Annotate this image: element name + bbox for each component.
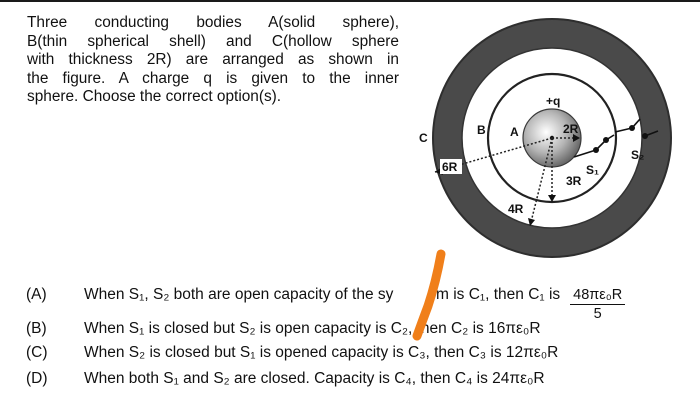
switch-s1-wire (605, 134, 615, 141)
radius-6r-label: 6R (442, 160, 458, 174)
option-c[interactable]: (C) When S₂ is closed but S₁ is opened c… (26, 344, 558, 362)
charge-label: +q (546, 94, 560, 108)
option-letter: (C) (26, 344, 48, 361)
radius-2r-label: 2R (563, 122, 579, 136)
fraction-denominator: 5 (593, 306, 602, 322)
top-divider (0, 0, 700, 2)
fraction-numerator: 48πε₀R (570, 287, 626, 305)
switch-s1-label: S₁ (586, 163, 599, 177)
question-text: Three conducting bodies A(solid sphere),… (27, 14, 399, 107)
label-c: C (419, 131, 428, 145)
option-text: When S₂ is closed but S₁ is opened capac… (84, 344, 559, 361)
arrowhead (573, 134, 580, 142)
option-a[interactable]: (A) When S₁, S₂ both are open capacity o… (26, 286, 626, 322)
question-line: B(thin spherical shell) and C(hollow sph… (27, 32, 399, 50)
arrowhead (548, 195, 556, 202)
option-text: em is C₁, then C₁ is (427, 286, 561, 303)
option-b[interactable]: (B) When S₁ is closed but S₂ is open cap… (26, 320, 541, 338)
arrowhead (528, 218, 535, 226)
option-letter: (B) (26, 320, 47, 337)
question-line: with thickness 2R) are arranged as shown… (27, 51, 399, 69)
switch-s2-label: S₂ (631, 148, 644, 162)
option-d[interactable]: (D) When both S₁ and S₂ are closed. Capa… (26, 370, 545, 388)
option-text: When S₁ is closed but S₂ is open capacit… (84, 320, 541, 337)
question-line: sphere. Choose the correct option(s). (27, 88, 282, 106)
option-text: When both S₁ and S₂ are closed. Capacity… (84, 370, 545, 387)
radius-4r-line (529, 137, 553, 227)
switch-s2-terminal (629, 125, 635, 131)
label-a: A (510, 125, 519, 139)
question-line: Three conducting bodies A(solid sphere), (27, 14, 399, 31)
option-letter: (A) (26, 286, 47, 303)
option-letter: (D) (26, 370, 48, 387)
radius-3r-label: 3R (566, 174, 582, 188)
switch-s2-wire (644, 130, 659, 137)
switch-s1-terminal (593, 147, 599, 153)
radius-6r-label-bg (440, 159, 462, 174)
switch-s1-wire (573, 149, 597, 158)
fraction: 48πε₀R 5 (570, 287, 626, 322)
label-b: B (477, 123, 486, 137)
question-line: the figure. A charge q is given to the i… (27, 69, 399, 87)
option-text: When S₁, S₂ both are open capacity of th… (84, 286, 394, 303)
radius-4r-label: 4R (508, 202, 524, 216)
